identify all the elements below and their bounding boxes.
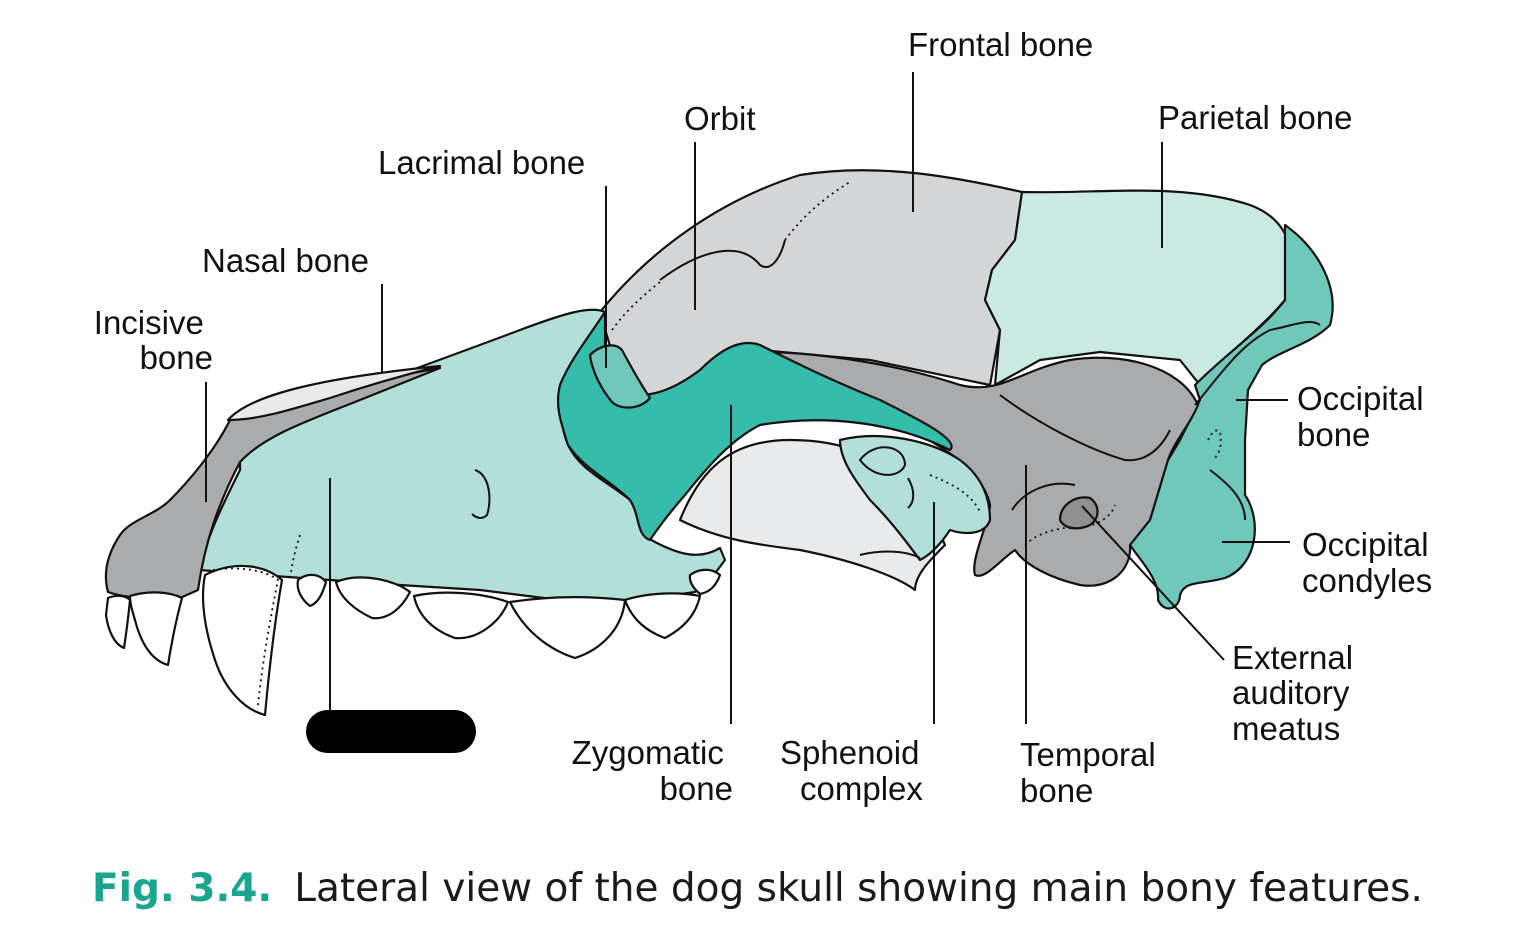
redacted-label (306, 710, 476, 753)
label-orbit: Orbit (684, 100, 756, 137)
label-lacrimal-bone: Lacrimal bone (378, 144, 585, 181)
maxilla-foramen (471, 469, 491, 519)
label-eam-line1: External (1232, 639, 1353, 676)
external-auditory-meatus-shape (1058, 496, 1099, 530)
premolar-tooth-1 (296, 573, 328, 608)
label-sphenoid-line2: complex (800, 770, 923, 807)
occipital-condyle-curve (1209, 469, 1246, 521)
label-nasal-bone: Nasal bone (202, 242, 369, 279)
label-temporal-line1: Temporal (1020, 736, 1156, 773)
incisive-bone-shape (104, 366, 442, 600)
premolar-tooth-2 (334, 576, 412, 620)
label-eam-line2: auditory (1232, 674, 1350, 711)
label-sphenoid-line1: Sphenoid (780, 734, 919, 771)
label-occipital-condyles-line2: condyles (1302, 562, 1432, 599)
figure-caption: Fig. 3.4. Lateral view of the dog skull s… (92, 866, 1423, 911)
occipital-bone-shape (1118, 223, 1334, 610)
figure-number: Fig. 3.4. (92, 866, 273, 911)
carnassial-tooth (508, 596, 627, 660)
sphenoid-curve (907, 477, 915, 509)
frontal-suture-line (659, 239, 786, 281)
label-occipital-bone: Occipital bone (1297, 380, 1433, 453)
temporal-arch-line (999, 394, 1171, 462)
occipital-dotted (1207, 429, 1222, 461)
label-incisive-line1: Incisive (94, 304, 204, 341)
temporal-inner-curve (1011, 482, 1076, 511)
label-occipital-condyles-line1: Occipital (1302, 526, 1429, 563)
frontal-dotted-line (784, 181, 851, 241)
label-temporal-line2: bone (1020, 772, 1093, 809)
label-occipital-line1: Occipital (1297, 380, 1424, 417)
label-eam-line3: meatus (1232, 710, 1340, 747)
label-frontal-bone: Frontal bone (908, 26, 1093, 63)
label-incisive-line2: bone (140, 339, 213, 376)
premolar-tooth-3 (412, 591, 510, 640)
incisor-tooth-2 (104, 594, 132, 650)
label-sphenoid-complex: Sphenoid complex (780, 734, 929, 807)
canine-root-dotted (212, 567, 279, 706)
zygomatic-bone-shape (556, 310, 953, 542)
label-zygomatic-line2: bone (660, 770, 733, 807)
canine-tooth (201, 564, 284, 717)
molar-tooth-1 (623, 592, 702, 640)
lacrimal-dotted-line (611, 281, 661, 331)
label-parietal-bone: Parietal bone (1158, 99, 1352, 136)
temporal-dotted-line (1024, 504, 1116, 546)
molar-tooth-2 (688, 568, 722, 596)
sphenoid-dotted (929, 474, 981, 513)
orbit-floor-line (859, 550, 921, 559)
sphenoid-foramen (858, 446, 907, 476)
sphenoid-complex-shape (838, 434, 992, 562)
figure-caption-text: Lateral view of the dog skull showing ma… (294, 866, 1423, 911)
label-incisive-bone: Incisive bone (94, 304, 213, 376)
label-zygomatic-bone: Zygomatic bone (572, 734, 733, 807)
label-temporal-bone: Temporal bone (1020, 736, 1165, 809)
label-occipital-condyles: Occipital condyles (1302, 526, 1438, 599)
label-external-auditory-meatus: External auditory meatus (1232, 639, 1362, 747)
label-zygomatic-line1: Zygomatic (572, 734, 724, 771)
nasal-bone-shape (226, 364, 442, 422)
incisor-tooth-1 (128, 591, 184, 667)
label-occipital-line2: bone (1297, 416, 1370, 453)
leader-external-auditory-meatus (1081, 505, 1225, 661)
occipital-inner-line (1194, 321, 1321, 406)
